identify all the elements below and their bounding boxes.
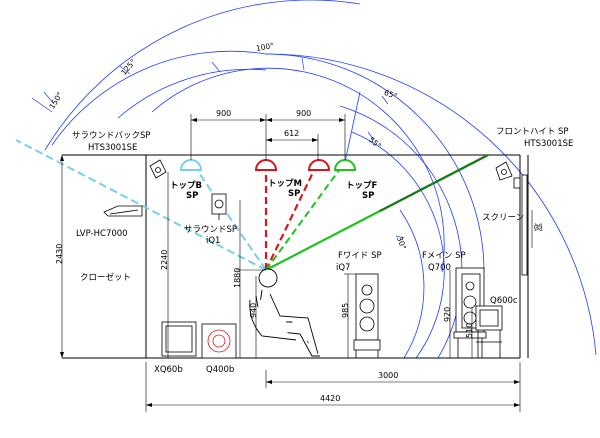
subwoofer-q400b [201, 323, 237, 359]
arc-125 [117, 68, 267, 119]
top-m-label: トップM [268, 178, 302, 189]
beam-lines [15, 91, 489, 271]
center-speaker [475, 305, 503, 358]
wide-sp-model: iQ7 [336, 263, 350, 273]
beam-top-m-right [265, 161, 319, 271]
screen-panel [521, 174, 528, 276]
dimension-arrows [60, 118, 520, 407]
screen-label: スクリーン [482, 213, 524, 223]
angle-label-30: 30° [395, 235, 408, 251]
arc-outer [265, 53, 597, 356]
dim-900-right: 900 [296, 109, 311, 118]
dim-1880: 1880 [233, 268, 242, 288]
angle-label-65: 65° [383, 88, 399, 101]
dim-510: 510 [465, 323, 474, 338]
main-sp-label: Fメイン SP [422, 251, 466, 261]
arc-150 [51, 50, 485, 273]
listener-figure [249, 268, 320, 357]
beam-surround-back [15, 139, 267, 271]
beam-top-f [265, 161, 346, 271]
dim-4420: 4420 [320, 394, 340, 403]
top-b-sp: SP [186, 191, 198, 201]
dim-2430: 2430 [55, 244, 64, 264]
surround-back-speaker [149, 159, 167, 179]
dim-900-left: 900 [216, 109, 231, 118]
front-wide-speaker [353, 273, 381, 358]
wide-sp-label: Fワイド SP [338, 251, 382, 261]
top-b-speaker [179, 159, 203, 171]
arc-100 [151, 67, 445, 273]
arc-65 [339, 105, 463, 359]
angle-label-150: 150° [47, 90, 64, 110]
front-height-speaker [495, 161, 521, 189]
sub2-label: Q400b [206, 365, 234, 375]
arc-55 [351, 131, 445, 359]
beam-top-f-extend [344, 91, 361, 163]
angle-arcs [44, 0, 597, 359]
dim-2240: 2240 [160, 250, 169, 270]
closet-label: クローゼット [80, 272, 131, 283]
subwoofer-xq60b [161, 321, 197, 357]
front-height-label: フロントハイト SP [496, 127, 569, 137]
beam-top-b [189, 159, 267, 271]
surround-back-label: サラウンドバックSP [72, 131, 151, 141]
top-f-label: トップF [346, 180, 378, 191]
projector [103, 205, 143, 217]
top-m-sp: SP [288, 189, 300, 199]
surround-back-model: HTS3001SE [88, 143, 137, 153]
beam-front-height-dark [379, 154, 489, 212]
listener-head [258, 268, 278, 288]
dim-612: 612 [284, 129, 299, 138]
dim-920: 920 [443, 307, 452, 322]
dim-940: 940 [249, 303, 258, 318]
front-height-model: HTS3001SE [524, 139, 573, 149]
top-f-speaker [333, 159, 357, 171]
center-model: Q600c [490, 296, 518, 306]
arc-outer-top [44, 0, 361, 151]
arc-30 [399, 209, 425, 359]
projector-label: LVP-HC7000 [76, 229, 128, 239]
top-b-label: トップB [170, 180, 202, 191]
top-m-speaker-right [307, 159, 331, 171]
main-sp-model: Q700 [428, 263, 451, 273]
surround-label: サラウンドSP [184, 225, 237, 235]
dim-985: 985 [341, 303, 350, 318]
angle-label-100: 100° [255, 41, 275, 53]
window-label: 窓 [532, 223, 543, 232]
angle-ticks [31, 57, 405, 239]
sub1-label: XQ60b [154, 365, 183, 375]
surround-speaker [211, 193, 227, 220]
angle-label-55: 55° [367, 135, 383, 151]
dimension-lines [61, 114, 521, 412]
top-f-sp: SP [362, 191, 374, 201]
dim-3000: 3000 [378, 371, 398, 380]
surround-model: iQ1 [206, 236, 220, 246]
top-m-speaker-left [254, 159, 278, 171]
